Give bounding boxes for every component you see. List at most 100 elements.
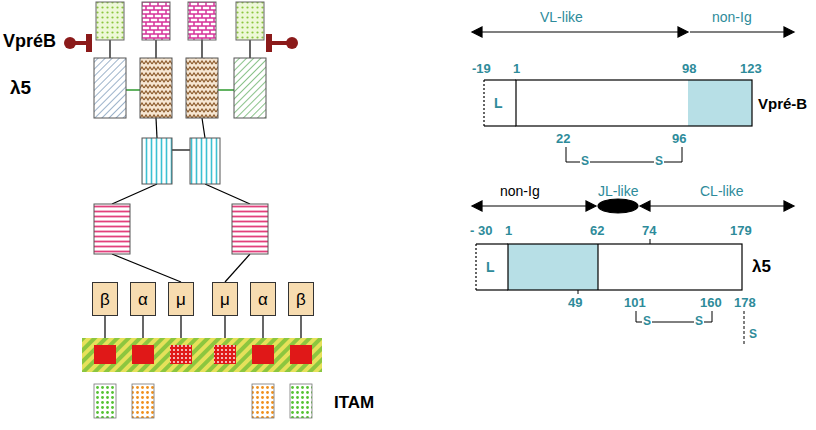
non-ig-region xyxy=(508,244,598,290)
pin-head xyxy=(86,34,92,52)
diagram-label: 98 xyxy=(682,62,696,75)
diagram-label: VpréB xyxy=(3,32,56,50)
pin-knob xyxy=(286,37,298,49)
diagram-label: 96 xyxy=(672,132,686,145)
link-line xyxy=(218,89,234,91)
chain-name: α xyxy=(138,291,148,308)
link-line xyxy=(202,118,205,138)
link-line xyxy=(249,40,250,58)
chain-name: β xyxy=(296,291,306,308)
protein-bar xyxy=(508,244,742,290)
arrow-head xyxy=(784,27,794,37)
diagram-label: S xyxy=(580,155,590,167)
diagram-label: λ5 xyxy=(752,258,771,275)
diagram-label: 22 xyxy=(556,132,570,145)
diagram-label: ITAM xyxy=(334,394,374,411)
lambda5-bar xyxy=(476,239,744,346)
tick-line xyxy=(578,290,579,294)
chain-box: μ xyxy=(168,282,194,316)
diagram-label: L xyxy=(486,260,495,274)
diagram-label: JL-like xyxy=(598,184,638,198)
diagram-label: 101 xyxy=(624,296,646,309)
pin-stem xyxy=(272,41,288,45)
transmembrane-square xyxy=(132,345,154,364)
link-line xyxy=(225,254,250,282)
tick-line xyxy=(650,239,651,244)
vh-domain xyxy=(142,2,170,40)
diagram-label: 123 xyxy=(740,62,762,75)
link-line xyxy=(112,254,181,282)
heavy-chain-domains xyxy=(94,138,268,254)
bracket-line xyxy=(566,147,567,162)
transmembrane-square xyxy=(170,345,192,364)
bracket-line xyxy=(636,311,637,322)
vpreb-arrows xyxy=(472,27,794,37)
leader-edge xyxy=(484,79,516,80)
itam-square xyxy=(132,384,154,418)
diagram-label: L xyxy=(494,96,503,110)
vh-domain xyxy=(188,2,216,40)
ch-domain xyxy=(232,204,268,254)
chain-name: μ xyxy=(176,291,186,308)
chain-box: α xyxy=(250,282,276,316)
domain-divider xyxy=(597,244,598,290)
diagram-label: Vpré-B xyxy=(758,96,807,111)
range-arrow xyxy=(642,205,792,206)
leader-edge xyxy=(484,125,516,126)
chain-box: β xyxy=(288,282,314,316)
link-line xyxy=(205,184,250,204)
diagram-label: λ5 xyxy=(10,78,31,97)
range-arrow xyxy=(690,31,790,32)
diagram-label: VL-like xyxy=(540,10,583,24)
lambda5-domain xyxy=(94,58,126,118)
chain-box: β xyxy=(92,282,118,316)
arrow-head xyxy=(586,201,596,211)
bracket-line xyxy=(682,147,683,162)
leader-edge xyxy=(483,80,484,126)
diagram-label: - 30 xyxy=(470,224,492,237)
chain-box: α xyxy=(130,282,156,316)
jl-ellipse xyxy=(598,199,638,213)
leader-edge xyxy=(476,243,508,244)
transmembrane-square xyxy=(214,345,236,364)
link-line xyxy=(126,89,140,91)
arrow-head xyxy=(472,201,482,211)
transmembrane-square xyxy=(94,345,116,364)
lambda5-arrows xyxy=(472,199,794,213)
arrow-head xyxy=(472,27,482,37)
chain-name: α xyxy=(258,291,268,308)
diagram-label: 62 xyxy=(590,224,604,237)
chain-links xyxy=(105,40,301,345)
diagram-label: S xyxy=(749,328,757,340)
ch-domain xyxy=(142,138,172,184)
range-arrow xyxy=(474,31,686,32)
bracket-line xyxy=(712,311,713,322)
cysteine-line xyxy=(744,311,745,346)
link-line xyxy=(201,40,202,58)
non-ig-region xyxy=(688,80,752,126)
protein-bar xyxy=(516,80,752,126)
diagram-label: 160 xyxy=(700,296,722,309)
diagram-label: non-Ig xyxy=(500,184,540,198)
diagram-label: S xyxy=(642,315,652,327)
vpreb-domains xyxy=(96,2,264,40)
pin-symbols xyxy=(64,34,298,52)
link-line xyxy=(109,40,110,58)
diagram-label: -19 xyxy=(472,62,491,75)
transmembrane-parts xyxy=(94,345,312,364)
ch-domain xyxy=(94,204,130,254)
ch-domain xyxy=(190,138,220,184)
transmembrane-square xyxy=(252,345,274,364)
diagram-label: CL-like xyxy=(700,184,744,198)
link-line xyxy=(155,40,156,58)
chain-box: μ xyxy=(212,282,238,316)
vpreb-domain xyxy=(236,2,264,40)
pin-head xyxy=(266,34,272,52)
vpreb-domain xyxy=(96,2,124,40)
vpreb-bar xyxy=(484,80,752,162)
arrow-head xyxy=(678,27,688,37)
itam-square xyxy=(290,384,312,418)
itam-squares xyxy=(94,384,312,418)
arrow-head xyxy=(640,201,650,211)
